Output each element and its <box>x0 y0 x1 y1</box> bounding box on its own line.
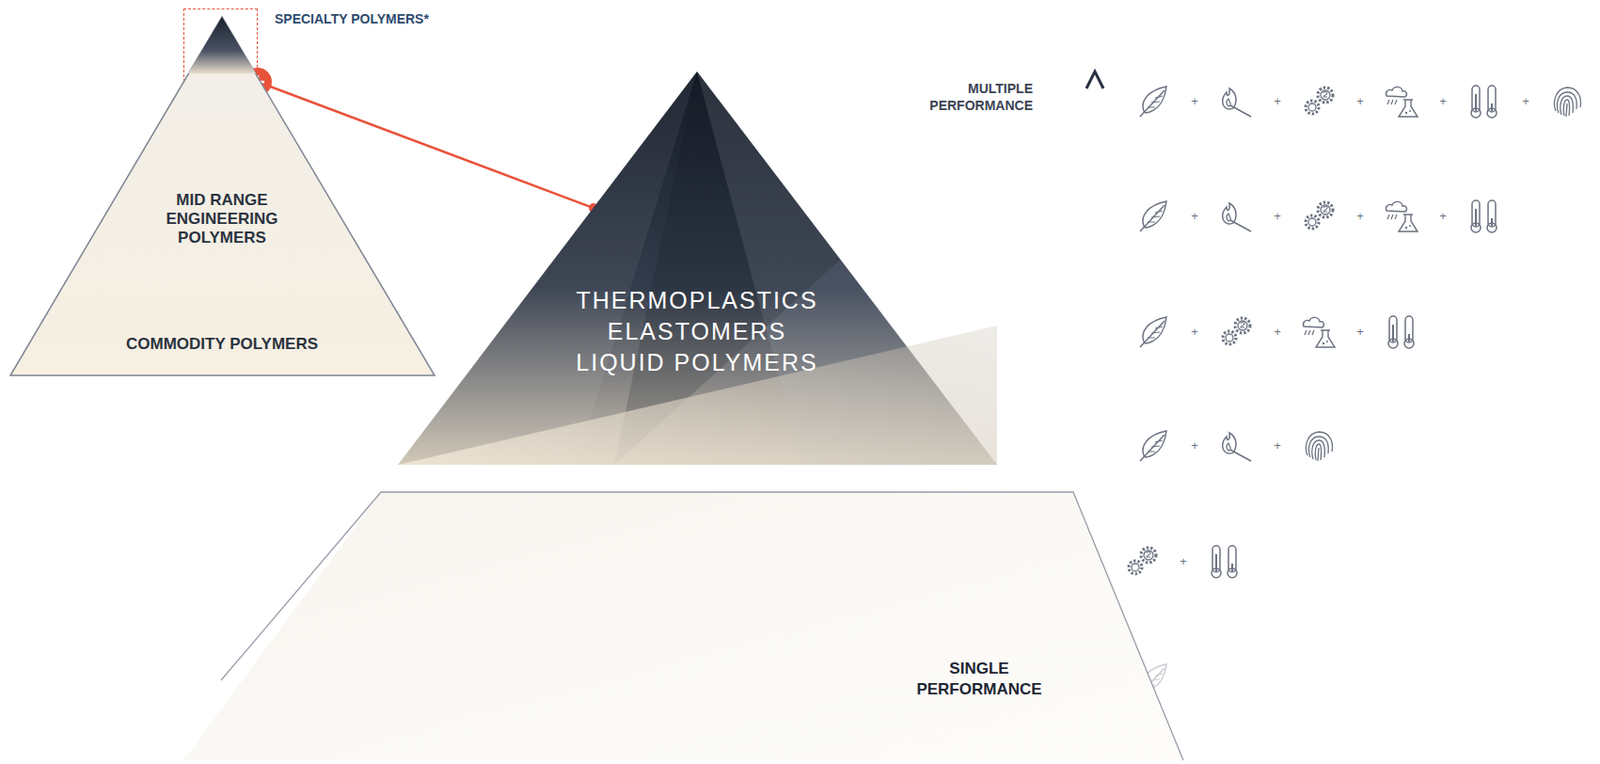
plus-sign: + <box>1273 325 1282 339</box>
node-outline <box>183 491 1184 761</box>
node-label: MID RANGE ENGINEERING POLYMERS <box>151 190 293 248</box>
plus-sign: + <box>1273 439 1282 453</box>
icon-row <box>1140 200 1497 233</box>
plus-sign: + <box>1439 95 1447 109</box>
plus-sign: + <box>1179 554 1188 569</box>
plus-sign: + <box>1356 325 1364 339</box>
icon-row <box>1140 430 1332 461</box>
axis-label: MULTIPLE PERFORMANCE <box>910 79 1033 114</box>
plus-sign: + <box>1356 95 1364 109</box>
plus-sign: + <box>1273 209 1282 223</box>
plus-sign: + <box>1273 95 1282 109</box>
node-label: SPECIALTY POLYMERS* <box>274 10 429 28</box>
node-outline <box>397 71 998 465</box>
plus-sign: + <box>1190 95 1199 109</box>
plus-sign: + <box>1190 325 1199 339</box>
pyramid-node: MID RANGE ENGINEERING POLYMERS COMMODITY … <box>10 16 435 376</box>
pyramid-node: THERMOPLASTICS ELASTOMERS LIQUID POLYMER… <box>397 71 998 465</box>
icon-row <box>1140 85 1581 118</box>
icon-row <box>1128 545 1237 578</box>
node-label: SINGLE PERFORMANCE <box>913 658 1046 700</box>
plus-sign: + <box>1356 209 1364 223</box>
base-band: SINGLE PERFORMANCE <box>183 491 1184 761</box>
plus-sign: + <box>1190 439 1199 453</box>
plus-sign: + <box>1439 209 1447 223</box>
node-label: COMMODITY POLYMERS <box>126 334 318 354</box>
node-label: THERMOPLASTICS ELASTOMERS LIQUID POLYMER… <box>570 285 824 379</box>
plus-sign: + <box>1190 209 1199 223</box>
plus-sign: + <box>1521 95 1530 109</box>
axis-arrowhead <box>1086 71 1104 89</box>
icon-row <box>1140 316 1414 349</box>
